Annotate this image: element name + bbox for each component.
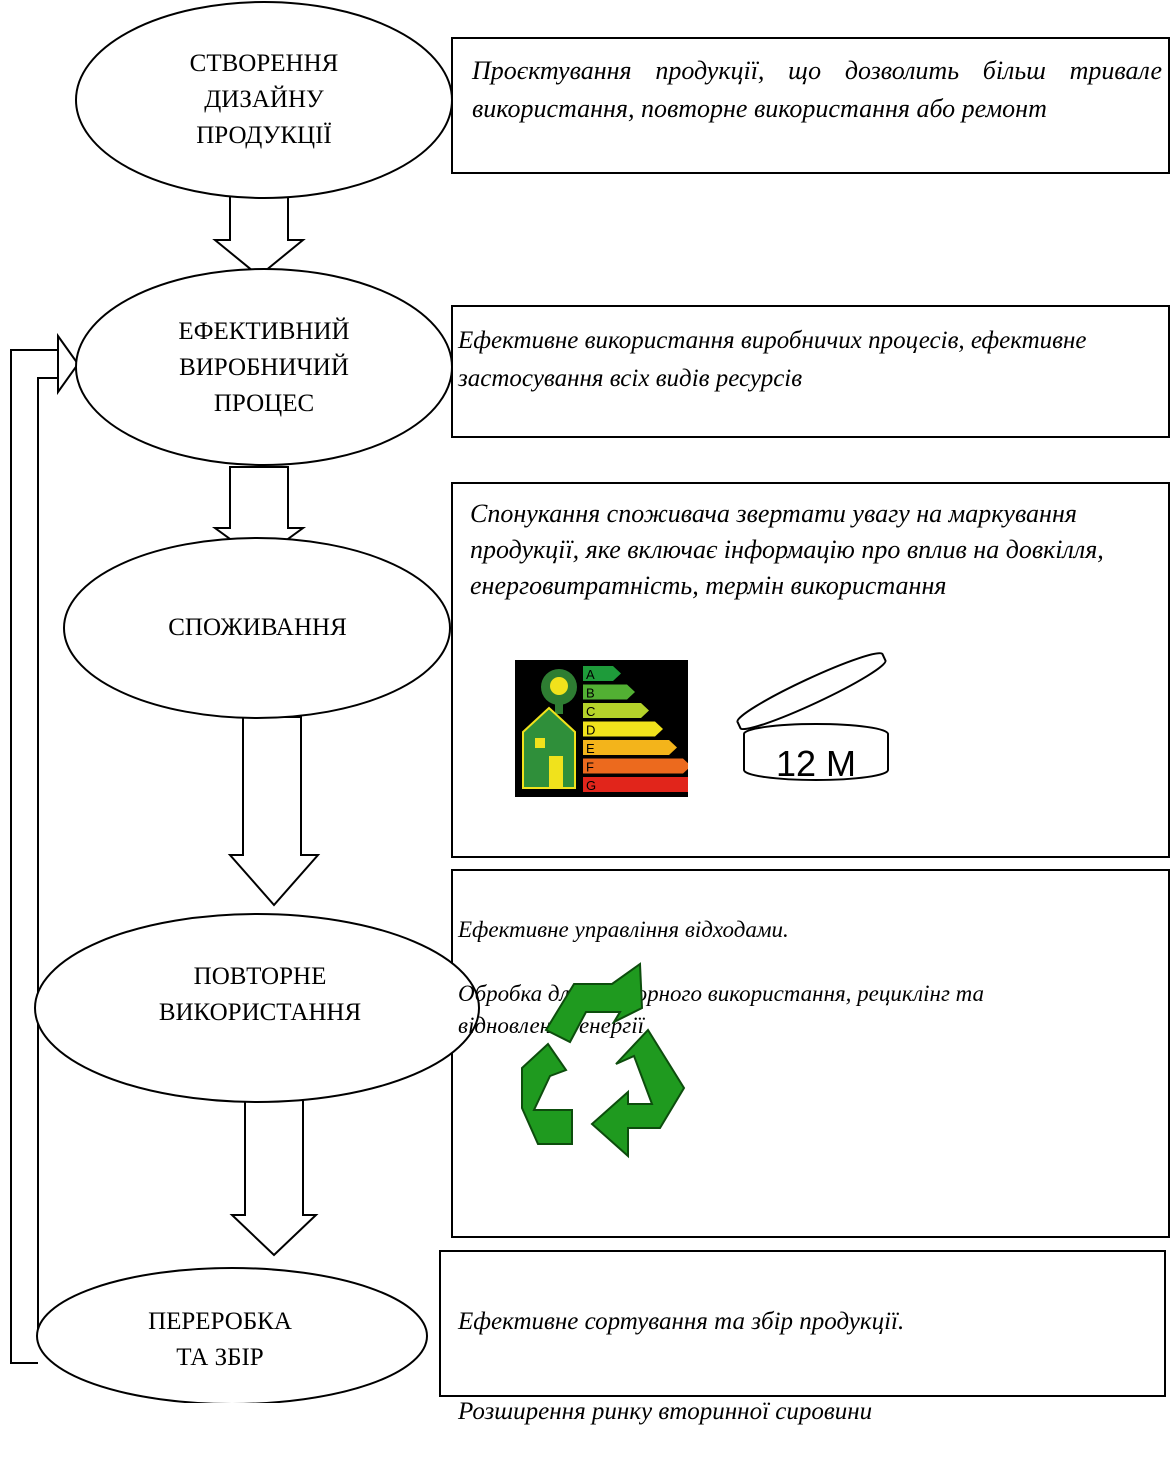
energy-grade-b: B bbox=[586, 686, 595, 701]
energy-grade-e: E bbox=[586, 741, 595, 756]
energy-grade-f: F bbox=[586, 760, 594, 775]
recycle-icon bbox=[521, 962, 686, 1159]
description-box-3 bbox=[451, 482, 1170, 858]
energy-bar-a bbox=[583, 666, 621, 681]
energy-bar-b bbox=[583, 684, 635, 700]
stage-label-production: ЕФЕКТИВНИЙ ВИРОБНИЧИЙ ПРОЦЕС bbox=[178, 318, 350, 417]
stage-label-recycling: ПЕРЕРОБКА ТА ЗБІР bbox=[148, 1308, 292, 1371]
arrow-down-1 bbox=[212, 189, 306, 278]
stage-label-reuse: ПОВТОРНЕ ВИКОРИСТАННЯ bbox=[158, 963, 362, 1026]
flow-diagram bbox=[10, 1, 1170, 1403]
stage-ellipse-1 bbox=[75, 1, 453, 199]
arrow-down-3 bbox=[227, 716, 321, 907]
description-text-3: Спонукання споживача звертати увагу на м… bbox=[470, 499, 1104, 600]
description-text-2: Ефективне використання виробничих процес… bbox=[458, 327, 1087, 392]
energy-grade-g: G bbox=[586, 778, 596, 793]
energy-grade-a: A bbox=[586, 667, 595, 682]
period-after-opening-text: 12 M bbox=[776, 743, 856, 784]
description-5-line-2: Розширення ринку вторинної сировини bbox=[458, 1398, 873, 1425]
stage-label-consumption: СПОЖИВАННЯ bbox=[168, 614, 347, 641]
stage-ellipse-4 bbox=[34, 913, 480, 1103]
stage-label-design: СТВОРЕННЯ ДИЗАЙНУ ПРОДУКЦІЇ bbox=[189, 50, 339, 149]
feedback-arrow-head bbox=[57, 332, 80, 396]
description-4-line-1: Ефективне управління відходами. bbox=[458, 917, 789, 942]
energy-bar-e bbox=[583, 740, 677, 755]
stage-ellipse-5 bbox=[36, 1267, 428, 1403]
arrow-down-4 bbox=[229, 1094, 319, 1257]
energy-bar-d bbox=[583, 721, 663, 737]
period-after-opening-icon: 12 M bbox=[736, 652, 889, 784]
energy-bar-f bbox=[583, 758, 688, 774]
energy-bar-c bbox=[583, 703, 649, 718]
stage-ellipse-2 bbox=[75, 268, 453, 466]
feedback-loop-line-inner bbox=[37, 377, 58, 1343]
energy-bar-g bbox=[583, 777, 688, 792]
feedback-loop-line bbox=[10, 349, 58, 1364]
description-text-1: Проєктування продукції, що дозволить біл… bbox=[472, 56, 1162, 123]
description-box-5 bbox=[439, 1250, 1166, 1397]
stage-ellipse-3 bbox=[63, 537, 451, 719]
energy-grade-d: D bbox=[586, 723, 595, 738]
description-text-5: Ефективне сортування та збір продукції. … bbox=[458, 1268, 1158, 1466]
energy-grade-c: C bbox=[586, 704, 595, 719]
description-5-line-1: Ефективне сортування та збір продукції. bbox=[458, 1308, 905, 1335]
